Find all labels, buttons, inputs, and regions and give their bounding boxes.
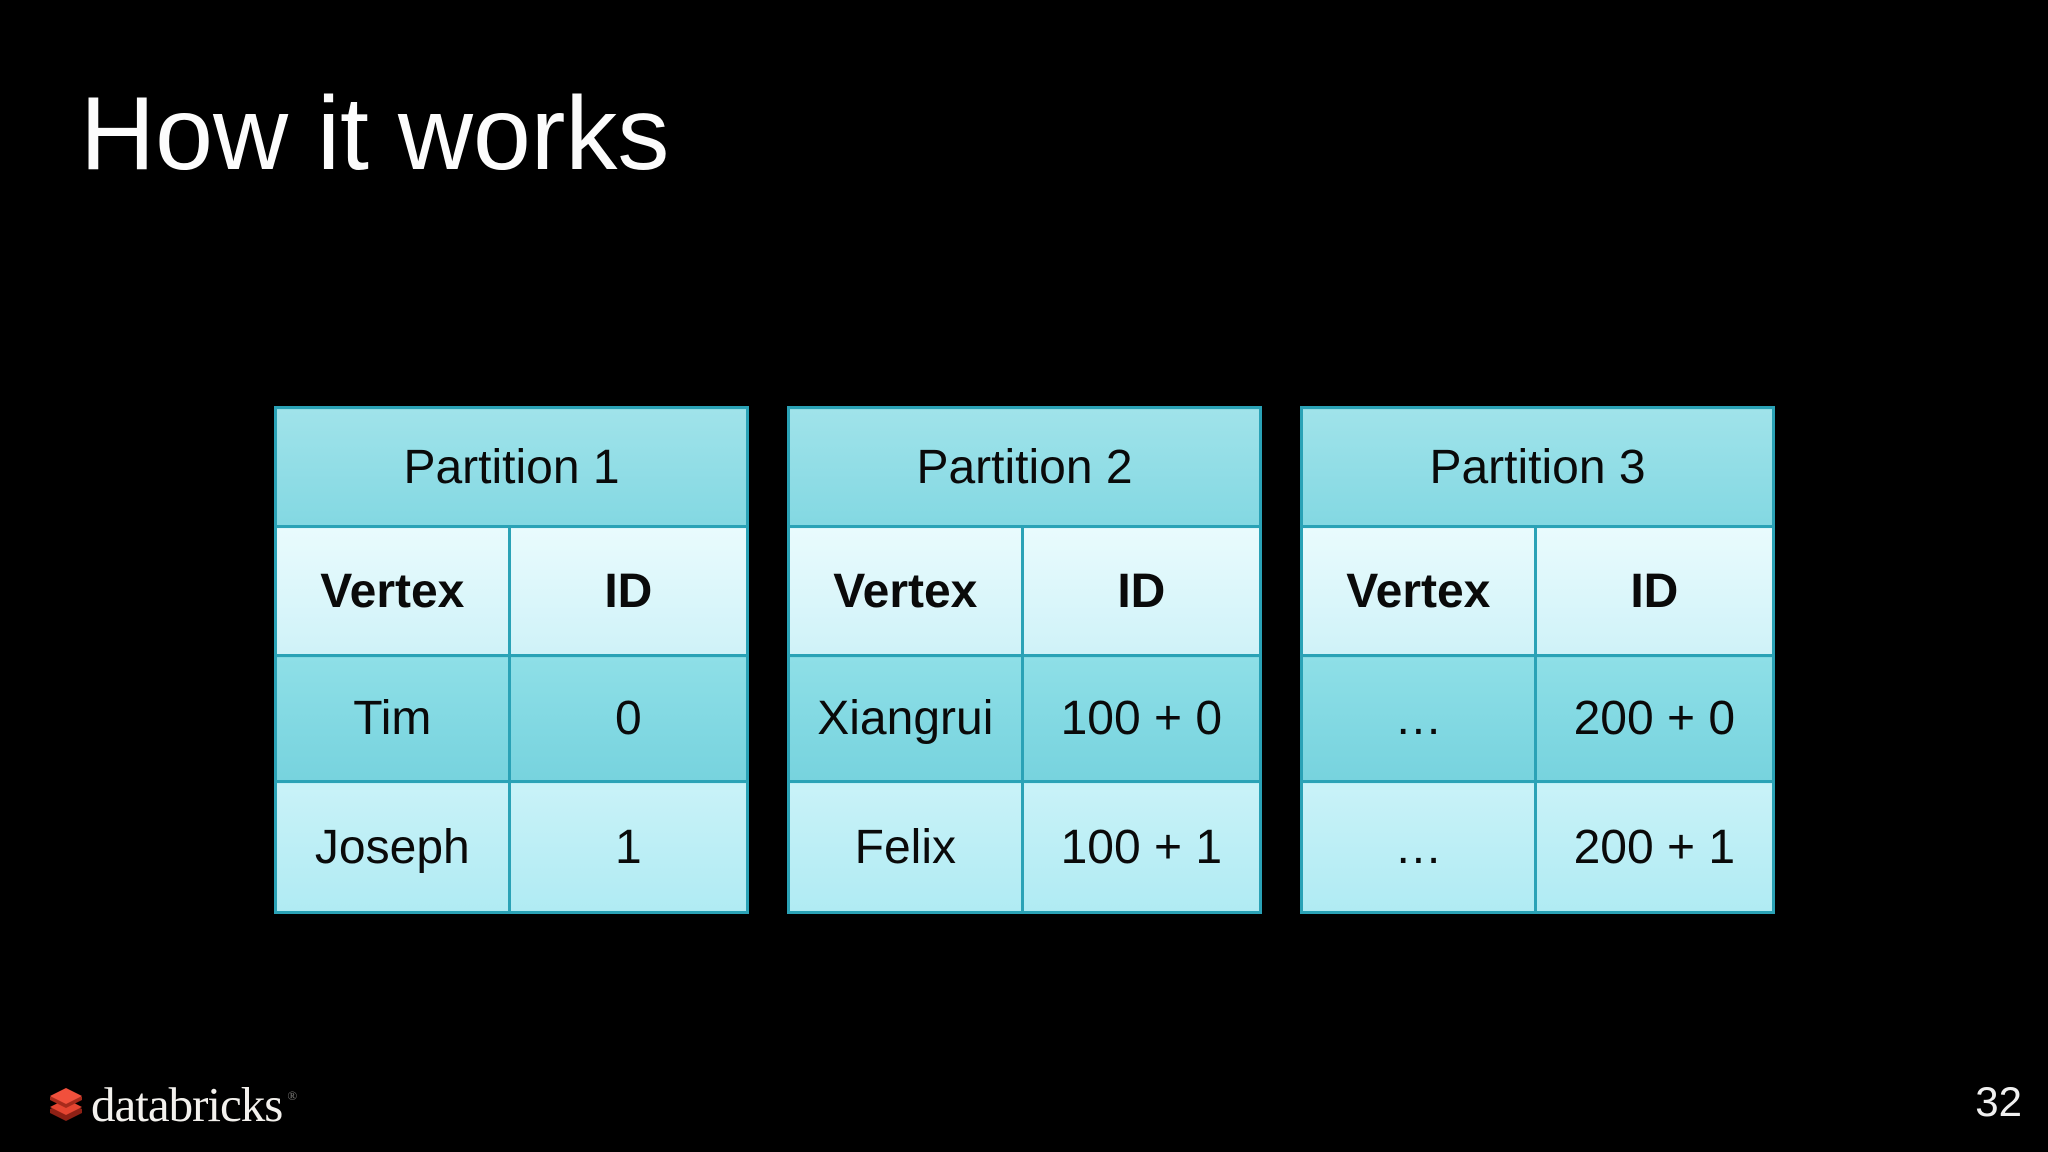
cell-id: 100 + 1 <box>1020 780 1263 914</box>
partition-table-3: Partition 3 Vertex ID … 200 + 0 … 200 + … <box>1300 406 1776 914</box>
partition-title: Partition 1 <box>274 406 749 528</box>
partition-title-row: Partition 3 <box>1300 406 1775 528</box>
table-row: Tim 0 <box>274 654 750 783</box>
partition-tables: Partition 1 Vertex ID Tim 0 Joseph 1 Par… <box>274 406 1776 914</box>
partition-title: Partition 3 <box>1300 406 1775 528</box>
cell-id: 0 <box>507 654 750 783</box>
column-header-row: Vertex ID <box>787 525 1263 657</box>
table-row: … 200 + 1 <box>1300 780 1776 914</box>
partition-table-2: Partition 2 Vertex ID Xiangrui 100 + 0 F… <box>787 406 1263 914</box>
partition-title-row: Partition 2 <box>787 406 1262 528</box>
column-header-row: Vertex ID <box>274 525 750 657</box>
cell-vertex: … <box>1300 780 1537 914</box>
trademark-symbol: ® <box>287 1088 298 1103</box>
table-row: … 200 + 0 <box>1300 654 1776 783</box>
slide-title: How it works <box>80 76 670 192</box>
databricks-logo: databricks ® <box>48 1080 297 1129</box>
column-header-id: ID <box>1533 525 1776 657</box>
partition-title-row: Partition 1 <box>274 406 749 528</box>
logo-wordmark: databricks <box>91 1077 283 1132</box>
cell-vertex: … <box>1300 654 1537 783</box>
cell-vertex: Xiangrui <box>787 654 1024 783</box>
cell-id: 100 + 0 <box>1020 654 1263 783</box>
cell-vertex: Tim <box>274 654 511 783</box>
column-header-vertex: Vertex <box>787 525 1024 657</box>
table-row: Felix 100 + 1 <box>787 780 1263 914</box>
cell-vertex: Joseph <box>274 780 511 914</box>
column-header-id: ID <box>1020 525 1263 657</box>
cell-id: 200 + 0 <box>1533 654 1776 783</box>
page-number: 32 <box>1975 1078 2022 1125</box>
databricks-bricks-icon <box>48 1086 84 1124</box>
cell-vertex: Felix <box>787 780 1024 914</box>
column-header-vertex: Vertex <box>1300 525 1537 657</box>
table-row: Xiangrui 100 + 0 <box>787 654 1263 783</box>
cell-id: 200 + 1 <box>1533 780 1776 914</box>
partition-table-1: Partition 1 Vertex ID Tim 0 Joseph 1 <box>274 406 750 914</box>
cell-id: 1 <box>507 780 750 914</box>
column-header-row: Vertex ID <box>1300 525 1776 657</box>
column-header-vertex: Vertex <box>274 525 511 657</box>
partition-title: Partition 2 <box>787 406 1262 528</box>
column-header-id: ID <box>507 525 750 657</box>
table-row: Joseph 1 <box>274 780 750 914</box>
